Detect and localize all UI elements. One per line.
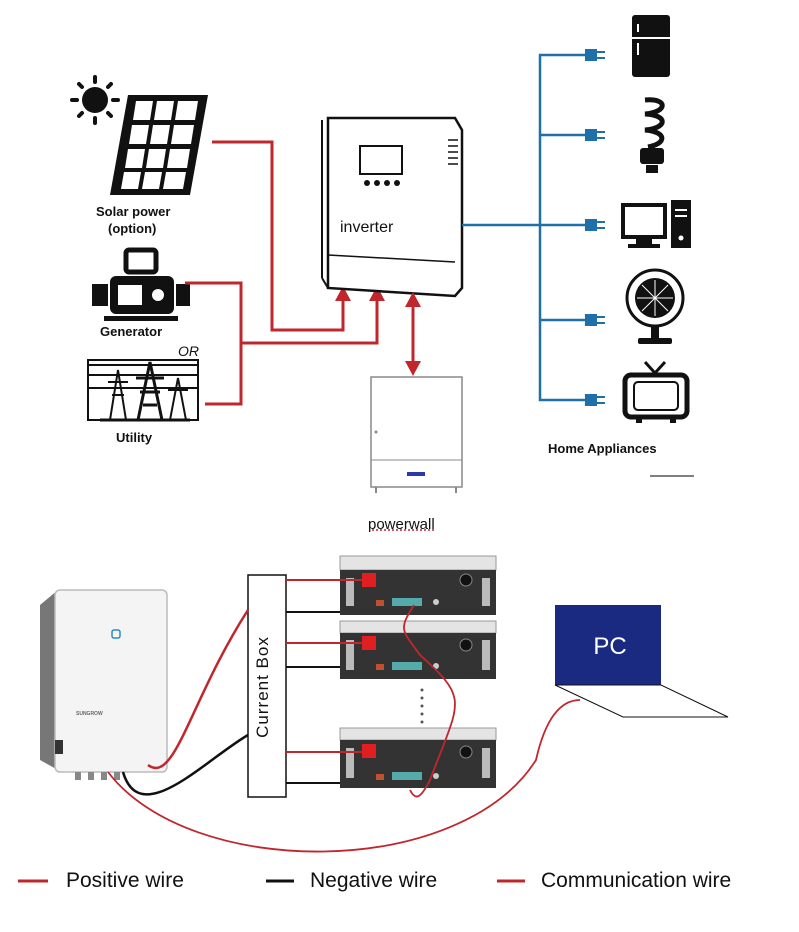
battery-module-1 <box>339 555 497 615</box>
solar-option-label: (option) <box>108 221 157 236</box>
computer-icon <box>621 200 691 248</box>
input-arrowheads <box>335 286 385 301</box>
inverter-unit <box>321 116 464 298</box>
utility-label: Utility <box>116 430 153 445</box>
negative-bus-wires <box>286 611 340 784</box>
powerwall-unit <box>370 376 463 493</box>
legend-negative-label: Negative wire <box>310 869 438 892</box>
inverter-label: inverter <box>340 219 394 236</box>
battery-module-2 <box>339 620 497 679</box>
positive-bus-wires <box>286 579 362 753</box>
or-label: OR <box>178 343 199 359</box>
solar-label: Solar power <box>96 204 171 219</box>
pc-laptop <box>554 605 729 718</box>
generator-label: Generator <box>100 324 163 339</box>
inverter-brand-logo: SUNGROW <box>76 711 103 717</box>
ac-output-wires <box>462 53 585 402</box>
legend-positive-label: Positive wire <box>66 869 184 892</box>
powerwall-label: powerwall <box>368 516 435 533</box>
plug-icons <box>585 49 605 406</box>
fan-icon <box>625 268 685 344</box>
solar-panel-icon <box>110 95 208 195</box>
lamp-icon <box>640 97 665 173</box>
home-appliances-label: Home Appliances <box>548 441 657 456</box>
legend-communication-label: Communication wire <box>541 869 732 892</box>
input-wires <box>185 140 379 406</box>
sun-icon <box>70 75 120 125</box>
ellipsis-dots <box>420 688 424 724</box>
current-box-label: Current Box <box>253 636 272 738</box>
string-inverter <box>40 589 168 780</box>
positive-dc-wire <box>147 609 250 770</box>
battery-module-3 <box>339 727 497 788</box>
utility-tower-icon <box>87 359 199 422</box>
generator-icon <box>92 247 190 321</box>
pc-label: PC <box>593 633 626 660</box>
fridge-icon <box>632 15 670 77</box>
current-box <box>247 574 287 798</box>
negative-dc-wire <box>121 733 249 796</box>
battery-link-arrow <box>405 292 421 376</box>
tv-icon <box>622 360 690 423</box>
communication-wires <box>107 604 581 853</box>
